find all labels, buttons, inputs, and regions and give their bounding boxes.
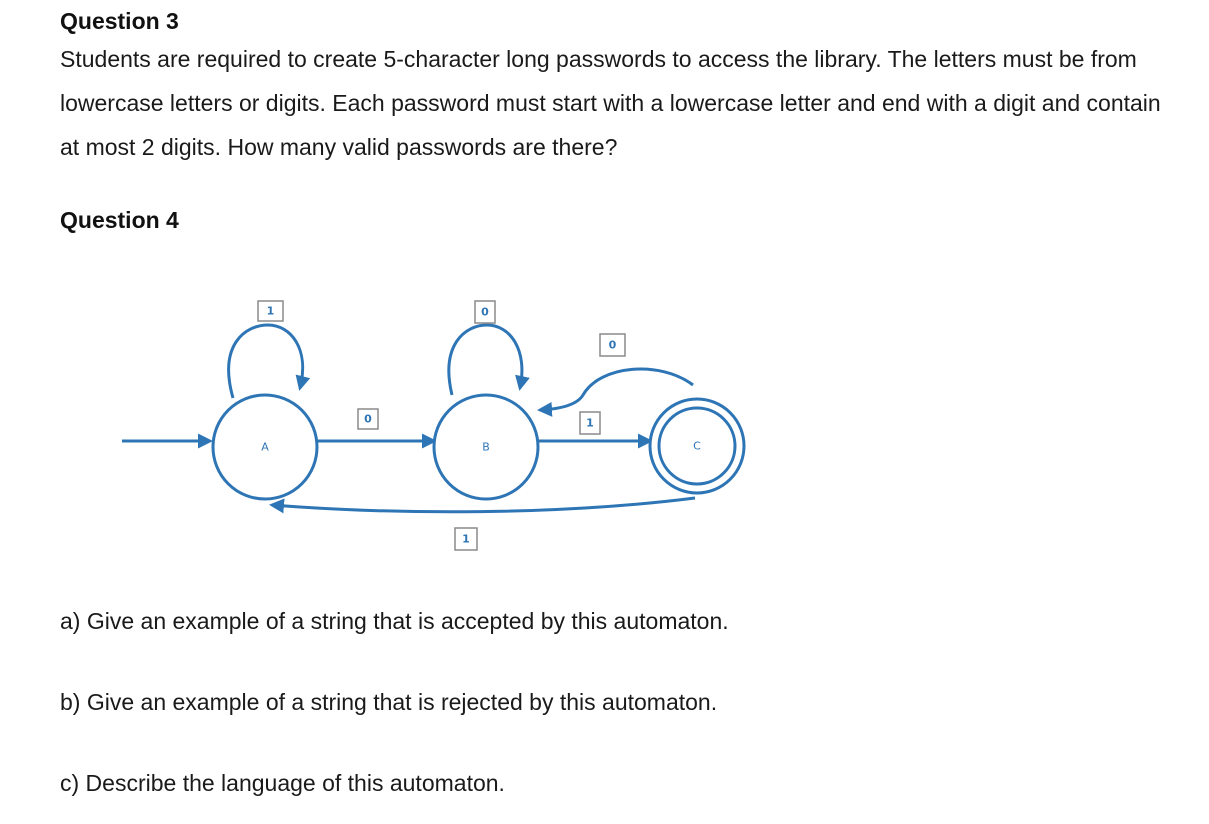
question-4-part-c: c) Describe the language of this automat… [60,770,505,796]
self-loop-a [227,323,311,399]
label-a-to-b: 0 [357,408,379,430]
label-c-to-a: 1 [454,527,478,551]
edge-c-to-a [269,496,696,514]
question-4-heading: Question 4 [60,207,179,233]
question-3-heading: Question 3 [60,8,179,34]
svg-text:1: 1 [586,417,594,430]
svg-text:1: 1 [462,533,470,546]
label-b-to-c: 1 [579,411,601,435]
state-a: A [211,393,319,501]
edge-c-to-b [537,367,694,417]
self-loop-b [447,323,530,396]
svg-text:0: 0 [481,306,489,319]
state-c-label: C [693,440,701,453]
state-c-accepting: C [648,397,746,495]
label-a-self-loop: 1 [257,300,284,322]
question-4-part-b: b) Give an example of a string that is r… [60,689,718,715]
automaton-diagram: A B C 1 0 0 1 0 1 [122,300,746,551]
state-b: B [432,393,540,501]
svg-text:1: 1 [267,305,275,318]
label-c-to-b: 0 [599,333,626,357]
state-a-label: A [261,441,269,454]
svg-text:0: 0 [364,413,372,426]
question-4-part-a: a) Give an example of a string that is a… [60,608,729,634]
svg-text:0: 0 [609,339,617,352]
question-3-body: Students are required to create 5-charac… [60,46,1161,160]
state-b-label: B [482,441,490,454]
label-b-self-loop: 0 [474,300,496,324]
